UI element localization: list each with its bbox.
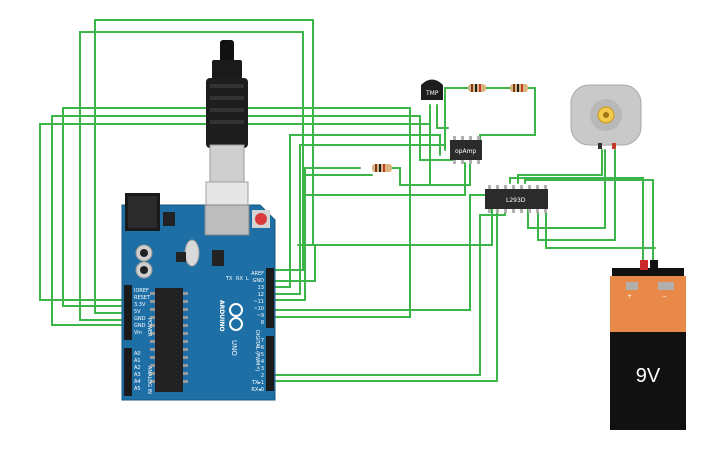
pin-label: A4 — [134, 379, 141, 385]
digital-pin-labels-bottom: 7 ~6 ~5 4 ~3 2 TX▸1 RX◂0 — [251, 338, 264, 393]
resistor-1[interactable] — [468, 84, 486, 92]
wire-driver-battery-a[interactable] — [509, 177, 644, 266]
digital-pin-labels-top: AREF GND 13 12 ~11 ~10 ~9 8 — [251, 271, 264, 326]
l293d-driver[interactable]: L293D — [485, 185, 548, 213]
power-header — [124, 285, 132, 340]
pin-label: ~9 — [257, 313, 264, 319]
analog-pin-labels: A0 A1 A2 A3 A4 A5 — [134, 351, 141, 392]
pin-label: TX▸1 — [251, 380, 264, 386]
pin-label: RESET — [134, 295, 151, 301]
pin-label: 3.3V — [134, 302, 146, 308]
pin-label: RX◂0 — [251, 387, 264, 393]
wire-resistor3-left[interactable] — [304, 162, 466, 196]
power-header-title: POWER — [146, 318, 152, 337]
led-label-tx: TX — [225, 276, 233, 282]
wire-pin11[interactable] — [274, 174, 373, 301]
wire-pin12[interactable] — [274, 144, 446, 295]
battery-plus-label: + — [627, 293, 632, 300]
wire-battery-neg[interactable] — [524, 179, 654, 266]
wire-pin13[interactable] — [274, 134, 441, 288]
digital-header-title: DIGITAL (PWM~) — [254, 330, 260, 372]
pin-label: GND — [253, 278, 265, 284]
pin-label: GND — [134, 323, 146, 329]
pin-label: A0 — [134, 351, 141, 357]
battery-9v[interactable]: + − 9V — [610, 260, 686, 430]
opamp-chip[interactable]: opAmp — [450, 136, 482, 164]
wire-pin9[interactable] — [274, 194, 496, 311]
wire-tmp-right[interactable] — [436, 104, 449, 129]
pin-label: 7 — [261, 338, 264, 344]
pin-label: A2 — [134, 365, 141, 371]
analog-header-title: ANALOG IN — [146, 366, 152, 394]
wire-pin10[interactable] — [274, 207, 493, 282]
resistor-3[interactable] — [372, 164, 392, 172]
wire-gnd-top-loop[interactable] — [79, 31, 304, 321]
usb-cable — [205, 40, 249, 225]
dc-motor[interactable] — [570, 84, 642, 149]
pin-label: ~6 — [257, 345, 264, 351]
pin-label: 13 — [258, 285, 264, 291]
pin-label: IOREF — [134, 288, 149, 294]
pin-label: AREF — [251, 271, 264, 277]
tmp-sensor-label: TMP — [425, 90, 439, 97]
atmega-chip — [155, 288, 183, 392]
pin-label: ~11 — [253, 299, 264, 305]
pin-label: Vin — [134, 330, 142, 336]
board-brand: ARDUINO — [218, 300, 225, 331]
board-model: UNO — [230, 340, 238, 356]
crystal — [184, 239, 200, 267]
pin-label: 4 — [261, 359, 264, 365]
pin-label: ~10 — [253, 306, 264, 312]
battery-minus-label: − — [662, 293, 667, 300]
pin-label: A3 — [134, 372, 141, 378]
arduino-board[interactable]: ARDUINO UNO POWER ANALOG IN DIGITAL (PWM… — [121, 193, 276, 401]
voltage-regulator — [163, 212, 175, 226]
pin-label: GND — [134, 316, 146, 322]
wire-resistor-chain[interactable] — [444, 87, 471, 151]
pin-label: A5 — [134, 386, 141, 392]
analog-header — [124, 348, 132, 396]
wire-resistor-end[interactable] — [479, 87, 536, 146]
digital-header-bottom — [266, 336, 274, 391]
wire-driver-gnd[interactable] — [545, 207, 656, 249]
wire-5v-top-loop[interactable] — [94, 19, 314, 314]
pin-label: ~3 — [257, 366, 264, 372]
wire-driver-battery-b[interactable] — [537, 149, 616, 241]
battery-label: 9V — [636, 365, 661, 387]
driver-label: L293D — [506, 197, 526, 204]
arduino-logo — [229, 303, 243, 331]
pin-label: ~5 — [257, 352, 264, 358]
tmp-sensor[interactable]: TMP — [421, 79, 443, 101]
pin-label: 5V — [134, 309, 141, 315]
wire-opamp-out[interactable] — [391, 162, 471, 186]
opamp-label: opAmp — [455, 148, 476, 155]
pin-label: A1 — [134, 358, 141, 364]
pin-label: 12 — [258, 292, 264, 298]
resistor-2[interactable] — [510, 84, 528, 92]
wire-driver-motor-b[interactable] — [527, 149, 606, 229]
pin-label: 2 — [261, 373, 264, 379]
wire-pin0[interactable] — [274, 209, 498, 382]
usb-socket — [204, 204, 250, 236]
pin-label: 8 — [261, 320, 264, 326]
digital-header-top — [266, 268, 274, 328]
led-label-rx: RX — [236, 276, 243, 282]
led-label-l: L — [246, 276, 249, 282]
power-pin-labels: IOREF RESET 3.3V 5V GND GND Vin — [134, 288, 151, 336]
